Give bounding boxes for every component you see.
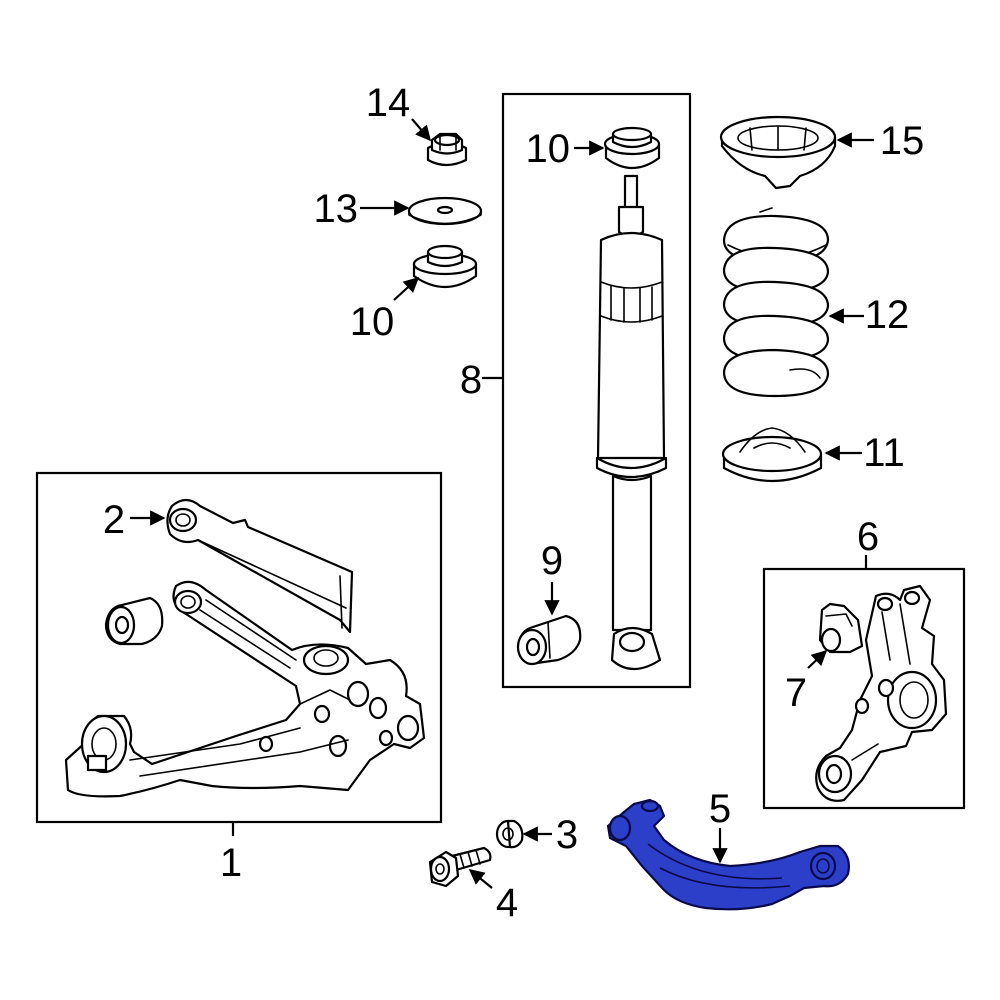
callout-7: 7 — [785, 671, 807, 715]
part-9-bump-stop[interactable] — [516, 614, 582, 666]
lower-arm-group-box — [35, 471, 443, 824]
part-4-bolt[interactable] — [428, 846, 492, 888]
part-14-spring-seat-upper[interactable] — [719, 115, 837, 190]
leader-lines — [130, 118, 874, 889]
callout-9: 9 — [541, 539, 563, 583]
callout-10-left: 10 — [350, 300, 395, 344]
callout-12: 14 — [366, 81, 411, 125]
callout-8: 8 — [460, 358, 482, 402]
shock-absorber-group-box — [501, 92, 692, 689]
part-1-lower-control-arm[interactable] — [64, 580, 426, 798]
part-12-nut[interactable] — [426, 132, 468, 167]
callout-5: 5 — [709, 787, 731, 831]
knuckle-group-box — [762, 567, 966, 810]
callout-11: 13 — [314, 187, 359, 231]
callout-6: 6 — [857, 515, 879, 559]
callout-14: 15 — [880, 119, 925, 163]
callout-4: 4 — [496, 881, 518, 925]
part-2-upper-link[interactable] — [166, 498, 354, 634]
part-5-control-arm[interactable] — [606, 798, 850, 911]
callout-15: 11 — [863, 431, 905, 475]
callout-labels: 14 13 10 10 8 9 15 12 11 2 1 6 7 3 4 5 — [103, 81, 924, 925]
part-10-bushing-shock[interactable] — [603, 126, 661, 170]
callout-10-shock: 10 — [526, 127, 571, 171]
callout-2: 2 — [103, 498, 125, 542]
part-11-washer[interactable] — [407, 196, 483, 226]
part-8-shock-absorber[interactable] — [595, 174, 668, 671]
callout-1: 1 — [220, 841, 242, 885]
part-7-bushing[interactable] — [818, 602, 864, 654]
callout-3: 3 — [556, 813, 578, 857]
part-6-knuckle[interactable] — [815, 584, 948, 802]
part-10-bushing-upper[interactable] — [412, 244, 478, 288]
part-3-washer[interactable] — [495, 819, 524, 849]
part-15-spring-seat-lower[interactable] — [721, 427, 823, 482]
callout-13: 12 — [865, 293, 910, 337]
part-13-coil-spring[interactable] — [722, 207, 830, 398]
